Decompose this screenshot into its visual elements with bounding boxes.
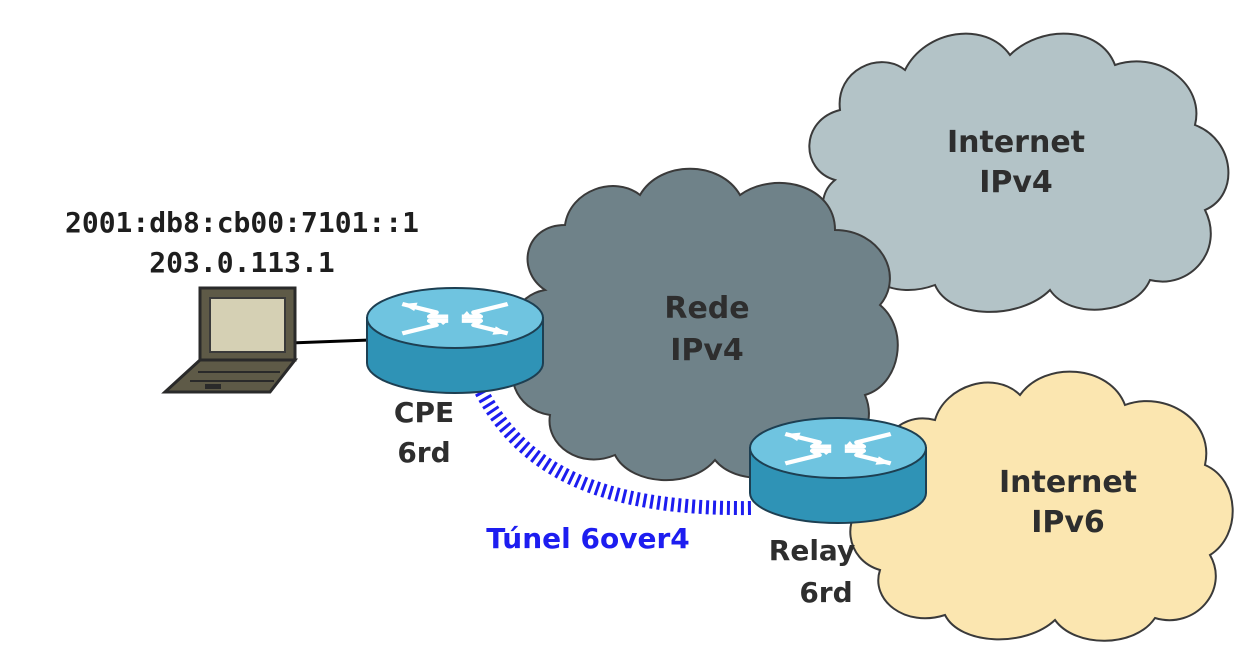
tunnel-6over4-line <box>471 381 753 516</box>
laptop-icon <box>161 286 299 394</box>
cloud-rede-ipv4-line1: Rede <box>664 291 749 326</box>
cloud-internet-ipv6-line1: Internet <box>999 465 1137 500</box>
cloud-internet-ipv6-line2: IPv6 <box>1031 505 1105 540</box>
router-icon-cpe <box>366 287 544 394</box>
tunnel-label: Túnel 6over4 <box>486 522 689 555</box>
router-cpe-label-line2: 6rd <box>397 436 450 469</box>
router-cpe-label-line1: CPE <box>394 396 454 429</box>
router-relay-label-line2: 6rd <box>799 576 852 609</box>
cloud-internet-ipv4-line1: Internet <box>947 125 1085 160</box>
cloud-internet-ipv4-line2: IPv4 <box>979 165 1053 200</box>
host-ipv4-address: 203.0.113.1 <box>149 246 334 279</box>
host-ipv6-address: 2001:db8:cb00:7101::1 <box>65 206 419 239</box>
cloud-rede-ipv4: Rede IPv4 <box>511 167 899 481</box>
router-icon-relay <box>749 417 927 524</box>
cloud-rede-ipv4-line2: IPv4 <box>670 333 744 368</box>
router-relay-label-line1: Relay <box>769 534 855 567</box>
cloud-internet-ipv4: Internet IPv4 <box>808 32 1230 313</box>
ethernet-link <box>289 338 371 345</box>
cloud-internet-ipv6: Internet IPv6 <box>849 370 1234 642</box>
